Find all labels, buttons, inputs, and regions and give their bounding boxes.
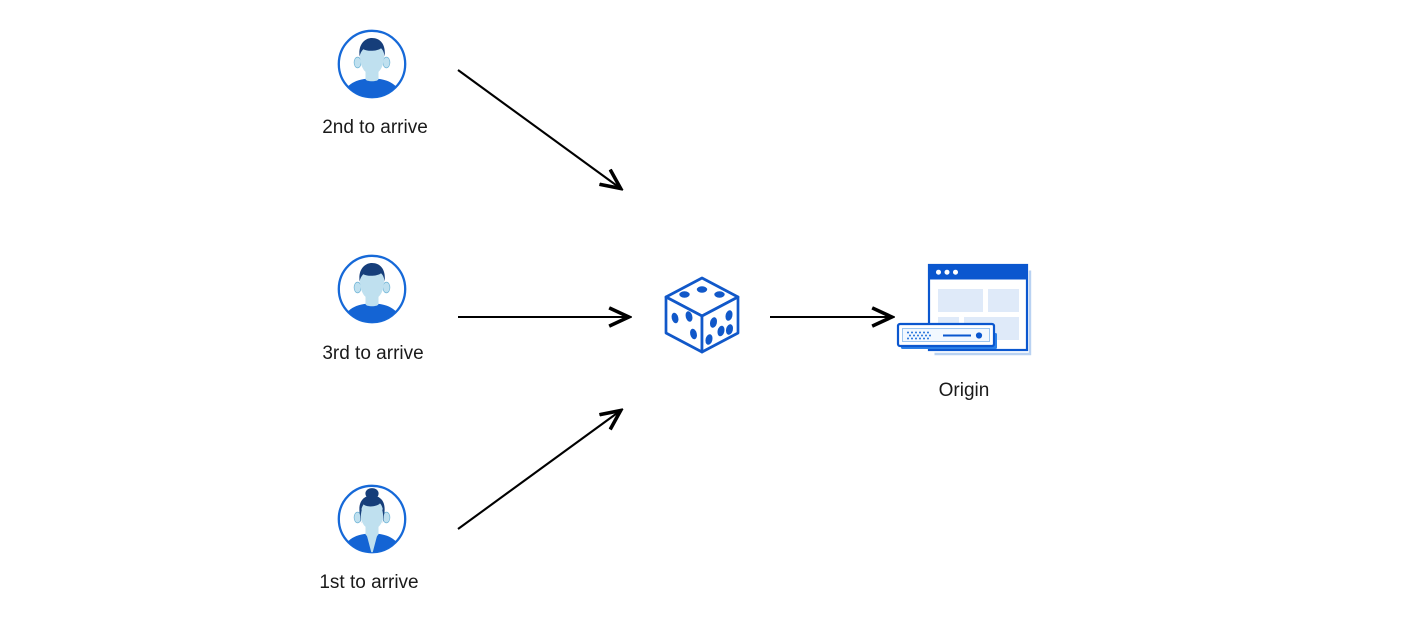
dice-cube-icon xyxy=(659,272,745,358)
user-avatar-female-icon xyxy=(336,483,408,555)
router-device-shape xyxy=(896,322,997,349)
node-label-client-1st: 1st to arrive xyxy=(319,572,419,593)
node-label-client-2nd: 2nd to arrive xyxy=(322,117,428,138)
node-label-origin: Origin xyxy=(938,380,990,401)
user-avatar-male-icon xyxy=(336,28,408,100)
origin-server-icon xyxy=(893,260,1035,360)
node-label-client-3rd: 3rd to arrive xyxy=(322,343,424,364)
arrow-1st-to-dice xyxy=(457,411,620,530)
user-avatar-male-icon xyxy=(336,253,408,325)
